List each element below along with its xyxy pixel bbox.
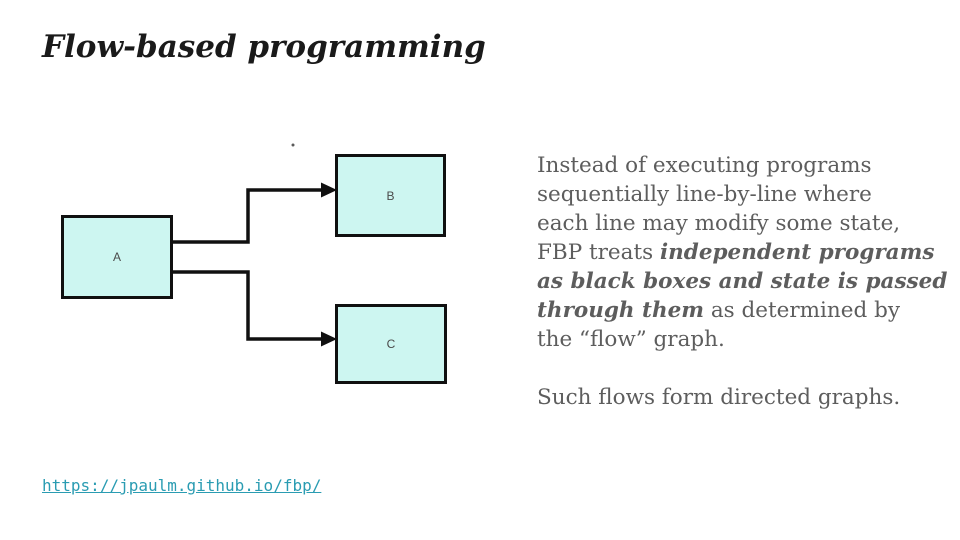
edge-A-C [173,270,323,341]
artifact-dot [291,143,295,147]
paragraph-line: FBP treats independent programs [537,240,935,265]
diagram-box-C: C [335,304,447,384]
paragraph-line: Such flows form directed graphs. [537,385,901,410]
description-paragraph: Instead of executing programs sequentiall… [537,151,947,412]
paragraph-line: sequentially line-by-line where [537,182,872,207]
paragraph-line: through them as determined by [537,298,901,323]
diagram-box-A: A [61,215,173,299]
paragraph-line: the “flow” graph. [537,327,725,352]
paragraph-line [537,354,947,383]
arrowhead-A-B [321,182,337,198]
diagram-box-B: B [335,154,446,237]
edge-A-B [173,188,323,244]
source-link[interactable]: https://jpaulm.github.io/fbp/ [42,476,322,495]
paragraph-line: as black boxes and state is passed [537,269,948,294]
box-label-B: B [386,188,395,203]
paragraph-line: Instead of executing programs [537,153,872,178]
arrowhead-A-C [321,331,337,347]
box-label-A: A [112,250,121,264]
box-label-C: C [386,337,396,351]
paragraph-line: each line may modify some state, [537,211,901,236]
slide-title: Flow-based programming [42,29,486,65]
